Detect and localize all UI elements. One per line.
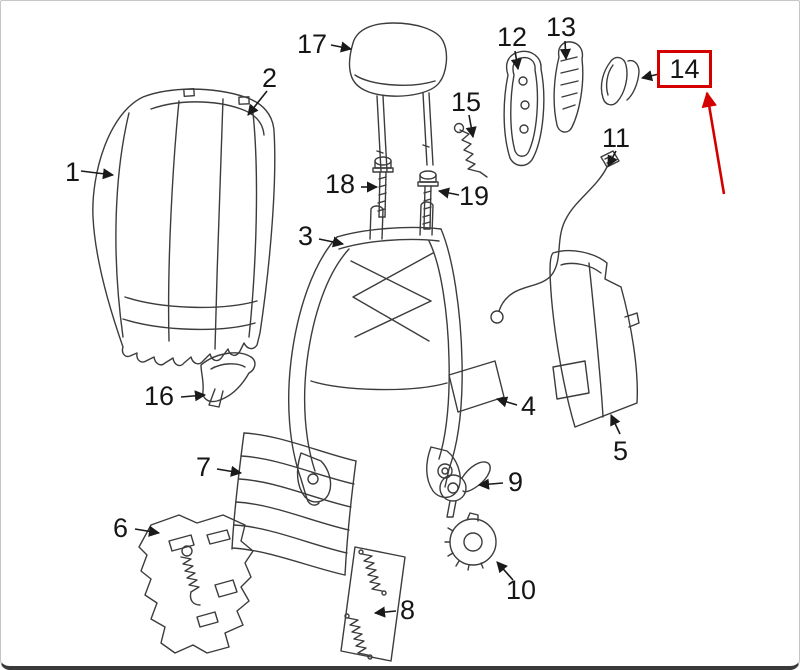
arrow-part-1 <box>80 168 115 180</box>
arrow-part-11 <box>607 150 618 167</box>
part-13-trim-art <box>553 41 584 133</box>
part-label-10[interactable]: 10 <box>506 575 537 605</box>
part-19-bolt-art <box>417 170 439 230</box>
arrow-part-13 <box>559 40 572 61</box>
arrow-part-2 <box>247 90 268 116</box>
part-9-recline-handle-art <box>439 461 491 518</box>
arrow-part-7 <box>216 465 243 477</box>
part-label-19[interactable]: 19 <box>459 181 490 211</box>
part-label-16[interactable]: 16 <box>144 381 175 411</box>
arrow-part-6 <box>134 525 161 537</box>
part-label-9[interactable]: 9 <box>508 467 524 497</box>
part-label-2[interactable]: 2 <box>262 63 278 93</box>
part-11-cable-art <box>490 150 620 324</box>
part-3-seat-frame-art <box>288 201 463 506</box>
part-label-7[interactable]: 7 <box>196 452 212 482</box>
part-label-4[interactable]: 4 <box>521 391 537 421</box>
arrow-part-5 <box>610 413 621 435</box>
arrow-part-10 <box>496 561 514 581</box>
arrow-part-16 <box>180 390 207 402</box>
part-10-knob-art <box>444 512 497 571</box>
part-label-3[interactable]: 3 <box>298 221 314 251</box>
part-8-spring-panel-art <box>340 546 406 662</box>
part-6-mount-bracket-art <box>138 514 254 654</box>
arrow-part-19 <box>437 187 460 199</box>
part-18-bolt-art <box>372 156 394 218</box>
part-5-back-panel-art <box>549 249 640 428</box>
callout-arrows <box>80 40 660 618</box>
arrow-part-12 <box>510 50 522 71</box>
arrow-part-9 <box>477 478 504 490</box>
part-label-11[interactable]: 11 <box>602 123 631 153</box>
arrow-part-15 <box>465 114 477 139</box>
part-label-8[interactable]: 8 <box>400 595 416 625</box>
part-label-6[interactable]: 6 <box>113 513 129 543</box>
part-12-trim-art <box>503 50 545 167</box>
highlight-arrow <box>701 91 726 195</box>
part-label-18[interactable]: 18 <box>325 169 356 199</box>
part-label-17[interactable]: 17 <box>297 29 328 59</box>
part-14-trim-art <box>600 56 640 106</box>
highlight-box-part-14: 14 <box>657 50 712 88</box>
arrow-part-4 <box>495 396 518 408</box>
part-7-lumbar-grid-art <box>231 432 357 576</box>
arrow-part-17 <box>330 41 353 53</box>
part-label-1[interactable]: 1 <box>65 157 81 187</box>
part-label-13[interactable]: 13 <box>546 12 577 42</box>
part-label-15[interactable]: 15 <box>451 87 482 117</box>
part-16-bracket-art <box>200 352 256 408</box>
part-label-5[interactable]: 5 <box>613 436 629 466</box>
part-label-14[interactable]: 14 <box>669 53 700 84</box>
part-15-spring-art <box>453 122 488 178</box>
part-1-seatback-cover-art <box>92 87 276 367</box>
arrow-part-3 <box>318 236 345 248</box>
part-label-12[interactable]: 12 <box>497 22 528 52</box>
arrow-part-14 <box>640 70 660 82</box>
arrow-part-8 <box>373 606 397 618</box>
part-17-headrest-art <box>348 22 448 172</box>
part-4-pad-art <box>448 360 505 413</box>
